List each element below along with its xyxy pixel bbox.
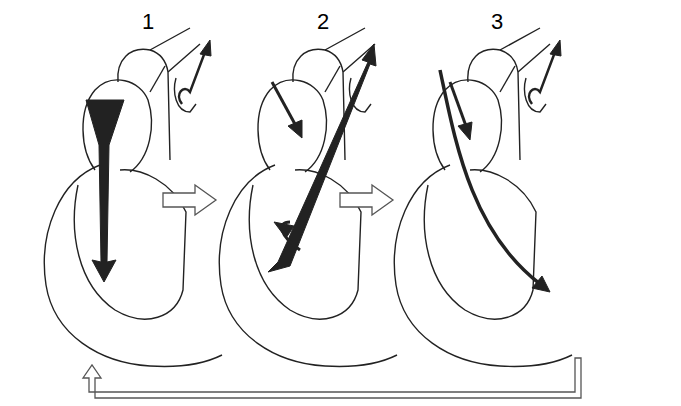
step-number: 2: [317, 11, 329, 33]
flow-arrow: [268, 44, 376, 272]
heart-outline: [44, 28, 222, 366]
flow-arrow: [86, 40, 211, 282]
transition-arrow: [340, 185, 393, 215]
heart-outline: [394, 28, 572, 366]
step-number: 1: [142, 11, 154, 33]
transition-arrow: [163, 185, 216, 215]
heart-outline: [219, 28, 397, 366]
step-number: 3: [491, 11, 503, 33]
flow-arrow: [440, 40, 561, 292]
return-arrow: [83, 358, 581, 398]
